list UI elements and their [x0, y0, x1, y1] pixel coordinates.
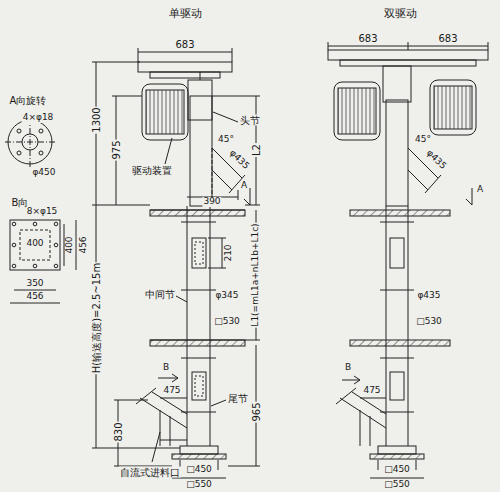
drawing-label: φ435 — [227, 148, 252, 173]
drawing-label: 单驱动 — [168, 8, 203, 20]
drawing-label: 475 — [362, 386, 381, 396]
drawing-label: A — [476, 185, 484, 195]
drawing-label: □450 — [185, 465, 213, 475]
drawing-label: H(输送高度)=2.5~15m — [91, 262, 102, 374]
drawing-label: 1300 — [91, 106, 102, 133]
drawing-label: □550 — [383, 480, 411, 490]
drawing-label: 830 — [113, 421, 124, 442]
drawing-label: B向 — [11, 197, 30, 208]
drawing-label: φ345 — [214, 291, 239, 301]
drawing-label: 头节 — [239, 115, 261, 126]
drawing-label: A — [240, 181, 248, 191]
drawing-label: 456 — [25, 292, 44, 302]
drawing-label: 683 — [357, 33, 378, 44]
drawing-label: φ450 — [31, 168, 56, 178]
drawing-label: A向旋转 — [9, 95, 48, 106]
drawing-label: 45° — [414, 135, 432, 145]
drawing-label: 683 — [437, 33, 458, 44]
drawing-label: φ435 — [416, 291, 441, 301]
drawing-label: 400 — [65, 235, 75, 254]
drawing-label: 45° — [217, 135, 235, 145]
drawing-label: 400 — [25, 239, 44, 249]
drawing-label: □550 — [185, 480, 213, 490]
drawing-label: 中间节 — [144, 289, 176, 300]
drawing-label: L2 — [251, 143, 262, 157]
drawing-label: 4×φ18 — [22, 113, 55, 123]
drawing-label: φ435 — [424, 148, 449, 173]
drawing-label: 965 — [251, 401, 262, 422]
drawing-label: 自流式进料口 — [119, 467, 181, 478]
drawing-label: 尾节 — [227, 393, 249, 404]
drawing-label: 双驱动 — [383, 8, 418, 20]
drawing-label: 975 — [111, 139, 122, 160]
drawing-label: □530 — [415, 317, 443, 327]
drawing-label: 8×φ15 — [26, 207, 59, 217]
drawing-label: L1(=mL1a+nL1b+L1c) — [251, 222, 261, 327]
drawing-label: B — [344, 363, 352, 373]
drawing-label: 驱动装置 — [131, 165, 173, 176]
drawing-label: 390 — [202, 197, 221, 207]
drawing-label: 683 — [174, 39, 195, 50]
drawing-label: 350 — [25, 279, 44, 289]
drawing-label: 210 — [224, 243, 234, 262]
drawing-label: 475 — [162, 386, 181, 396]
drawing-label: □450 — [383, 465, 411, 475]
drawing-label: □530 — [213, 317, 241, 327]
drawing-label: 456 — [79, 235, 89, 254]
drawing-label: B — [162, 363, 170, 373]
